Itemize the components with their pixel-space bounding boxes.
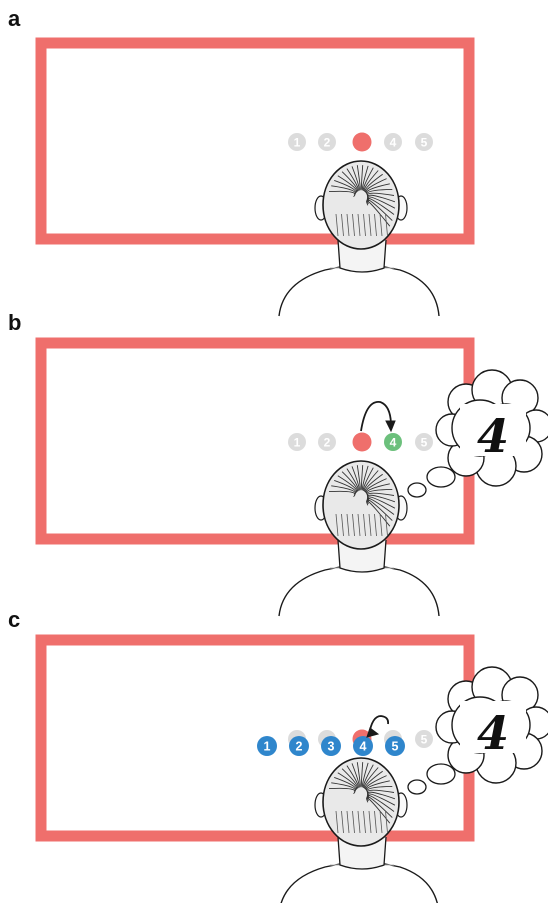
- thought-cloud-icon: 4: [407, 666, 548, 795]
- stimulus-dot-inactive: 5: [415, 133, 433, 151]
- stimulus-dot-label: 4: [390, 136, 397, 150]
- response-dot-label: 2: [296, 740, 303, 754]
- panel-label-b: b: [8, 310, 22, 335]
- stimulus-dot-predicted: 4: [384, 433, 402, 451]
- response-dot: 4: [353, 736, 373, 756]
- person-back-of-head-icon: [280, 757, 438, 903]
- stimulus-dot-label: 5: [421, 436, 428, 450]
- panel-label-c: c: [8, 607, 21, 632]
- response-dot: 5: [385, 736, 405, 756]
- stimulus-dot-label: 2: [324, 136, 331, 150]
- stimulus-dot-current: [352, 132, 372, 152]
- stimulus-dot-label: 1: [294, 436, 301, 450]
- thought-number: 4: [477, 706, 509, 760]
- stimulus-dot-label: 4: [390, 436, 397, 450]
- panel-b: 1 2 4 5 4: [35, 337, 548, 617]
- response-dot: 2: [289, 736, 309, 756]
- response-dot-label: 5: [392, 740, 399, 754]
- stimulus-dot-inactive: 2: [318, 433, 336, 451]
- response-dot: 3: [321, 736, 341, 756]
- thought-number: 4: [477, 409, 509, 463]
- response-dot-label: 1: [264, 740, 271, 754]
- curved-arrow-icon: [366, 715, 390, 738]
- stimulus-dot-inactive: 1: [288, 433, 306, 451]
- stimulus-dot-inactive: 5: [415, 730, 433, 748]
- response-dot: 1: [257, 736, 277, 756]
- panel-label-a: a: [8, 6, 21, 31]
- stimulus-dot-label: 2: [324, 436, 331, 450]
- stimulus-dot-label: 5: [421, 733, 428, 747]
- response-dot-label: 3: [328, 740, 335, 754]
- stimulus-dot-inactive: 1: [288, 133, 306, 151]
- person-back-of-head-icon: [278, 460, 440, 617]
- thought-cloud-icon: 4: [407, 369, 548, 498]
- curved-arrow-icon: [360, 401, 396, 433]
- stimulus-dot-current: [352, 432, 372, 452]
- stimulus-dot-inactive: 4: [384, 133, 402, 151]
- panel-c: 5 1 2 3 4 5 4: [35, 634, 548, 903]
- panel-a: 1 2 4 5: [35, 37, 475, 317]
- person-back-of-head-icon: [278, 160, 440, 317]
- stimulus-dot-inactive: 2: [318, 133, 336, 151]
- response-dot-label: 4: [360, 740, 367, 754]
- stimulus-dot-label: 5: [421, 136, 428, 150]
- stimulus-dot-label: 1: [294, 136, 301, 150]
- stimulus-dot-inactive: 5: [415, 433, 433, 451]
